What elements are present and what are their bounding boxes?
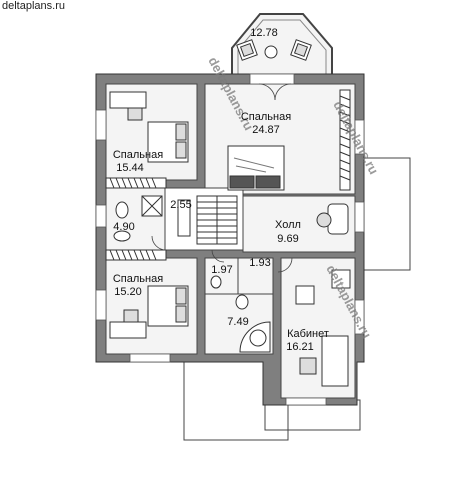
desk-icon <box>299 335 349 387</box>
room-closet <box>237 257 274 295</box>
chair-icon <box>236 39 258 61</box>
bed-icon <box>227 145 285 191</box>
balcony <box>231 13 333 81</box>
house-floor <box>95 73 365 406</box>
stair-area: 2.55 <box>170 199 191 211</box>
desk-icon <box>109 91 147 121</box>
toilet-icon <box>113 201 249 310</box>
bedroom-sw-area: 15.20 <box>114 286 142 298</box>
table-icon <box>264 45 278 59</box>
site-caption: deltaplans.ru <box>2 0 65 12</box>
bathtub-icon <box>239 321 271 353</box>
desk-icon <box>109 309 147 339</box>
study-label: Кабинет <box>287 328 329 340</box>
bed-icon <box>147 121 189 163</box>
bedroom-nw-label: Спальная <box>113 149 163 161</box>
staircase <box>196 195 238 245</box>
bedroom-nw-area: 15.44 <box>116 162 144 174</box>
wardrobe <box>105 89 351 261</box>
bath-large-area: 7.49 <box>227 316 248 328</box>
terrace-east <box>363 157 411 271</box>
room-labels: 12.78 Спальная 24.87 Спальная 15.44 4.90… <box>113 27 329 353</box>
bed-icon <box>147 285 189 327</box>
bedroom-sw-label: Спальная <box>113 273 163 285</box>
hall-label: Холл <box>275 219 301 231</box>
armchair-icon <box>177 199 351 305</box>
closet-area: 1.93 <box>249 257 270 269</box>
study-area: 16.21 <box>286 341 314 353</box>
shower-icon <box>141 195 163 217</box>
hall-area: 9.69 <box>277 233 298 245</box>
bedroom-main-label: Спальная <box>241 111 291 123</box>
bath-small-area: 4.90 <box>113 221 134 233</box>
bedroom-main-area: 24.87 <box>252 124 280 136</box>
door-swings <box>151 83 293 273</box>
wc-area: 1.97 <box>211 264 232 276</box>
windows <box>95 73 365 406</box>
balcony-area: 12.78 <box>250 27 278 39</box>
chair-icon <box>290 39 312 61</box>
